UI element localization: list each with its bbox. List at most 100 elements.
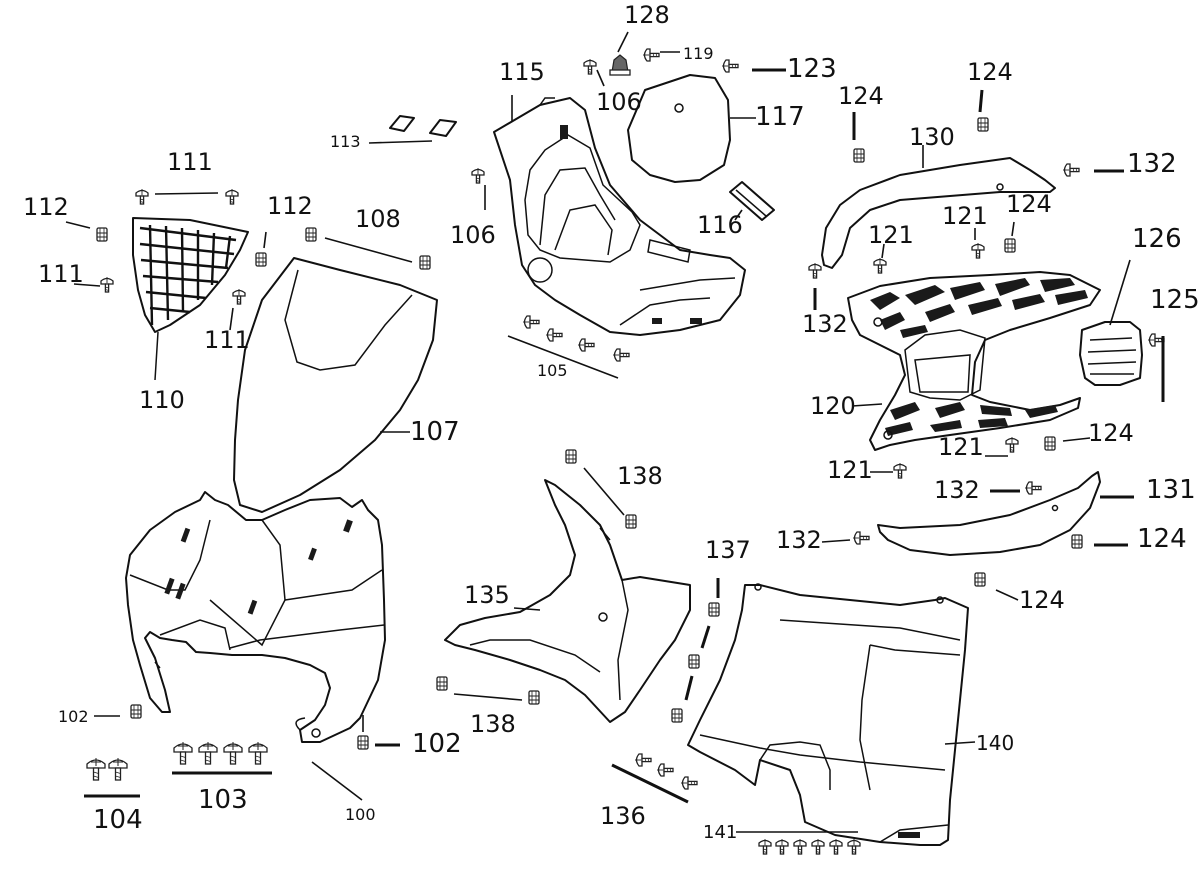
part-126-cover: [1079, 321, 1143, 386]
screw-111-c: [100, 276, 114, 293]
screw-132-a: [1062, 163, 1080, 177]
part-128-cap: [609, 54, 631, 76]
screw-106-left: [471, 167, 485, 184]
label-111-top: 111: [167, 148, 213, 176]
nut-137-c: [671, 708, 683, 723]
label-112-left: 112: [23, 193, 69, 221]
label-102-left: 102: [58, 707, 89, 726]
fasteners: [86, 48, 1165, 855]
screw-132-d: [852, 531, 870, 545]
label-106-left: 106: [450, 221, 496, 249]
label-102-right: 102: [412, 729, 462, 759]
label-137: 137: [705, 536, 751, 564]
label-138-top: 138: [617, 462, 663, 490]
nut-137-a: [708, 602, 720, 617]
label-124-b: 124: [967, 58, 1013, 86]
label-121-mid: 121: [868, 221, 914, 249]
screw-119: [642, 48, 660, 62]
label-107: 107: [410, 417, 460, 447]
nut-102-a: [130, 704, 142, 719]
label-132-left: 132: [802, 310, 848, 338]
nut-108-a: [305, 227, 317, 242]
nut-124-d: [1044, 436, 1056, 451]
screw-121-b: [873, 257, 887, 274]
nut-124-e: [1071, 534, 1083, 549]
label-132-top: 132: [1127, 149, 1177, 179]
screw-105-d: [612, 348, 630, 362]
label-119: 119: [683, 44, 714, 63]
label-111-left: 111: [38, 260, 84, 288]
label-124-e: 124: [1137, 524, 1187, 554]
part-115-leg-shield: [493, 97, 746, 336]
part-131-lower-rail: [877, 471, 1101, 556]
nut-124-a: [853, 148, 865, 163]
screw-121-c: [1005, 436, 1019, 453]
part-120-floor-panel: [847, 271, 1101, 451]
part-130-upper-rail: [821, 157, 1056, 269]
screw-105-b: [545, 328, 563, 342]
screw-136-b: [656, 763, 674, 777]
screw-111-d: [232, 288, 246, 305]
label-135: 135: [464, 581, 510, 609]
label-130: 130: [909, 123, 955, 151]
label-136: 136: [600, 802, 646, 830]
screw-123: [721, 59, 739, 73]
screw-136-a: [634, 753, 652, 767]
label-125: 125: [1150, 285, 1200, 315]
screws-104: [86, 757, 128, 781]
label-126: 126: [1132, 224, 1182, 254]
nut-108-b: [419, 255, 431, 270]
nut-102-b: [357, 735, 369, 750]
label-123: 123: [787, 54, 837, 84]
label-124-c: 124: [1006, 190, 1052, 218]
part-116-strip: [729, 181, 775, 221]
screw-132-b: [808, 262, 822, 279]
label-112-right: 112: [267, 192, 313, 220]
label-106-top: 106: [596, 88, 642, 116]
label-141: 141: [703, 822, 737, 843]
nut-112-a: [96, 227, 108, 242]
part-113-clips: [389, 115, 457, 137]
screw-105-c: [577, 338, 595, 352]
screw-106-top: [583, 58, 597, 75]
nut-138-c: [436, 676, 448, 691]
label-100: 100: [345, 805, 376, 824]
label-131: 131: [1146, 475, 1196, 505]
label-113: 113: [330, 132, 361, 151]
part-107-windscreen: [233, 257, 438, 513]
label-120: 120: [810, 392, 856, 420]
screw-111-b: [225, 188, 239, 205]
screw-105-a: [522, 315, 540, 329]
label-117: 117: [755, 102, 805, 132]
screw-136-c: [680, 776, 698, 790]
label-108: 108: [355, 205, 401, 233]
label-121-bottom: 121: [827, 456, 873, 484]
label-121-top: 121: [942, 202, 988, 230]
nut-138-a: [565, 449, 577, 464]
label-110: 110: [139, 386, 185, 414]
leader-lines: [65, 31, 1165, 833]
nut-112-b: [255, 252, 267, 267]
part-110-grille: [132, 217, 249, 381]
screw-121-a: [971, 242, 985, 259]
label-116: 116: [697, 211, 743, 239]
screws-103: [173, 741, 268, 765]
nut-138-d: [528, 690, 540, 705]
label-105: 105: [537, 361, 568, 380]
part-100-front-cowl: [125, 491, 386, 743]
label-124-d: 124: [1088, 419, 1134, 447]
label-104: 104: [93, 805, 143, 835]
screw-121-d: [893, 462, 907, 479]
label-115: 115: [499, 58, 545, 86]
part-135-rear-inner: [444, 479, 691, 723]
nut-124-c: [1004, 238, 1016, 253]
label-124-f: 124: [1019, 586, 1065, 614]
label-138-bottom: 138: [470, 710, 516, 738]
screws-141: [758, 838, 861, 855]
label-111-right: 111: [204, 326, 250, 354]
label-140: 140: [976, 731, 1014, 755]
nut-138-b: [625, 514, 637, 529]
label-128: 128: [624, 1, 670, 29]
label-121-low: 121: [938, 433, 984, 461]
